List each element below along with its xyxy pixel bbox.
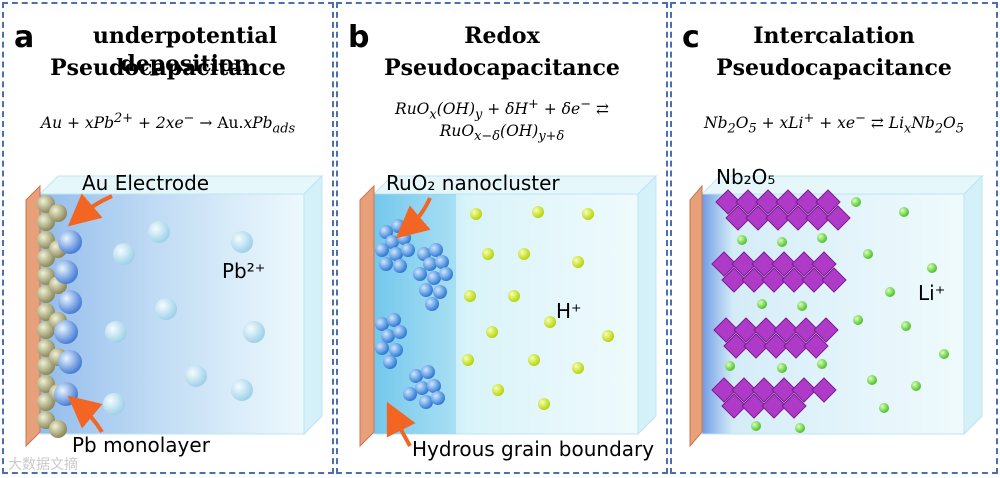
- panel-b-equation-line2: RuOx−δ(OH)y+δ: [439, 122, 565, 145]
- nb2o5-octahedra: [711, 189, 851, 419]
- panel-a-title-line1: underpotential deposition: [92, 23, 278, 77]
- au-electrode-plate: [25, 184, 41, 448]
- panel-c-equation: Nb2O5 + xLi+ + xe− ⇄ LixNb2O5: [704, 111, 964, 137]
- watermark-text: 大数据文摘: [8, 457, 78, 473]
- electrode-plate-c: [689, 184, 703, 448]
- electrode-arrow: [67, 193, 113, 227]
- pb-monolayer-atoms: [54, 230, 82, 406]
- monolayer-arrow: [67, 395, 104, 434]
- label-au-electrode: Au Electrode: [82, 171, 209, 195]
- panel-a-upd: a underpotential deposition Pseudocapaci…: [2, 2, 334, 474]
- pb-ions: [103, 221, 265, 415]
- panel-c-title-line1: Intercalation: [753, 23, 915, 49]
- label-ruo2-cluster: RuO₂ nanocluster: [386, 171, 560, 195]
- label-hydrous-boundary: Hydrous grain boundary: [412, 437, 654, 461]
- panel-b-redox: b Redox Pseudocapacitance RuOx(OH)y + δH…: [336, 2, 668, 474]
- panel-a-scene: Au Electrode Pb²⁺ Pb monolayer: [25, 171, 324, 457]
- label-nb2o5: Nb₂O₅: [716, 165, 775, 189]
- panel-letter-b: b: [348, 20, 370, 55]
- panel-a-equation: Au + xPb2+ + 2xe− → Au.xPbads: [40, 111, 296, 137]
- ruo2-clusters: [375, 219, 453, 409]
- h-ions: [462, 206, 614, 410]
- panel-b-title-line2: Pseudocapacitance: [384, 55, 620, 81]
- label-h-ion: H⁺: [556, 299, 582, 323]
- label-pb-monolayer: Pb monolayer: [72, 433, 211, 457]
- panel-letter-a: a: [14, 20, 35, 55]
- boundary-arrow: [386, 401, 416, 447]
- panel-b-equation-line1: RuOx(OH)y + δH+ + δe− ⇄: [395, 97, 609, 123]
- electrode-plate-b: [359, 184, 375, 448]
- au-atoms: [37, 195, 67, 438]
- label-pb-ion: Pb²⁺: [222, 259, 265, 283]
- panel-b-title-line1: Redox: [464, 23, 540, 49]
- panel-c-title-line2: Pseudocapacitance: [716, 55, 952, 81]
- label-li-ion: Li⁺: [918, 281, 945, 305]
- panel-b-scene: RuO₂ nanocluster H⁺ Hydrous grain bounda…: [359, 171, 658, 461]
- panel-c-scene: Nb₂O₅ Li⁺: [689, 165, 984, 448]
- li-ions: [725, 197, 949, 433]
- panel-letter-c: c: [682, 20, 700, 55]
- panel-a-title-line2: Pseudocapacitance: [50, 55, 286, 81]
- panel-c-intercalation: c Intercalation Pseudocapacitance Nb2O5 …: [670, 2, 998, 474]
- cluster-arrow: [395, 197, 432, 239]
